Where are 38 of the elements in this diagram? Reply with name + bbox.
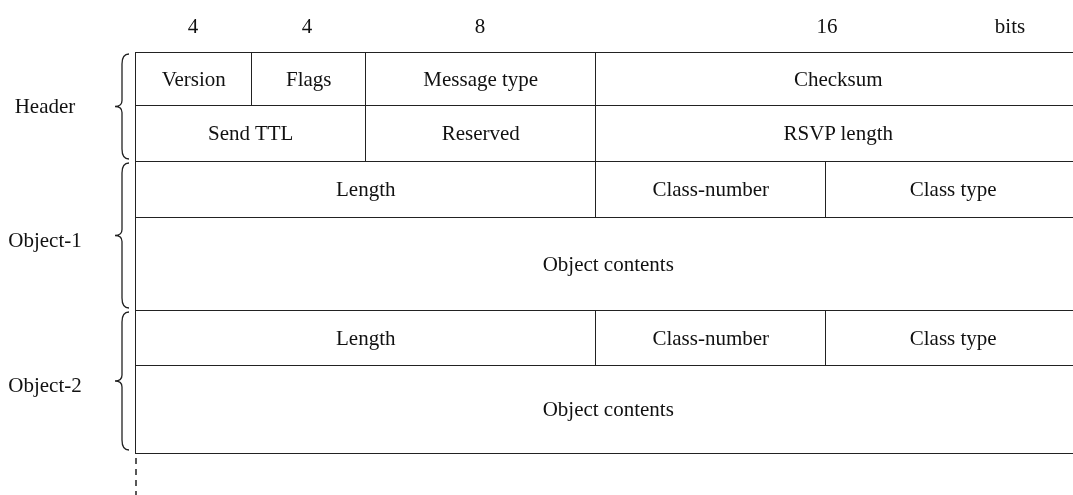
field-cell xyxy=(135,365,1073,454)
field-cell xyxy=(825,310,1073,367)
field-cell xyxy=(251,52,367,107)
field-name: Class-number xyxy=(652,177,770,203)
field-name: Object contents xyxy=(542,396,674,422)
bit-width: 4 xyxy=(301,13,313,39)
field-cell xyxy=(135,217,1073,312)
field-cell xyxy=(595,310,827,367)
field-name: Class-number xyxy=(652,325,770,351)
section-label: Object-2 xyxy=(8,372,82,398)
field-name: Version xyxy=(161,66,226,92)
field-name: RSVP length xyxy=(783,121,893,147)
section-label: Object-1 xyxy=(8,227,82,253)
field-name: Send TTL xyxy=(208,121,294,147)
field-cell xyxy=(135,310,597,367)
field-cell xyxy=(135,105,367,163)
field-name: Flags xyxy=(286,66,332,92)
field-name: Checksum xyxy=(793,66,883,92)
bit-width: 8 xyxy=(474,13,486,39)
field-name: Class type xyxy=(909,325,997,351)
field-name: Length xyxy=(336,325,396,351)
field-cell xyxy=(135,161,597,219)
field-name: Message type xyxy=(423,66,539,92)
field-name: Reserved xyxy=(441,121,520,147)
field-cell xyxy=(365,52,597,107)
section-label: Header xyxy=(14,93,76,119)
unit-label: bits xyxy=(994,13,1026,39)
bit-width: 4 xyxy=(187,13,199,39)
field-cell xyxy=(135,52,253,107)
field-cell xyxy=(595,105,1073,163)
field-cell xyxy=(595,52,1073,107)
field-cell xyxy=(595,161,827,219)
field-name: Length xyxy=(336,177,396,203)
bit-width: 16 xyxy=(816,13,838,39)
field-cell xyxy=(365,105,597,163)
field-cell xyxy=(825,161,1073,219)
field-name: Class type xyxy=(909,177,997,203)
field-name: Object contents xyxy=(542,251,674,277)
